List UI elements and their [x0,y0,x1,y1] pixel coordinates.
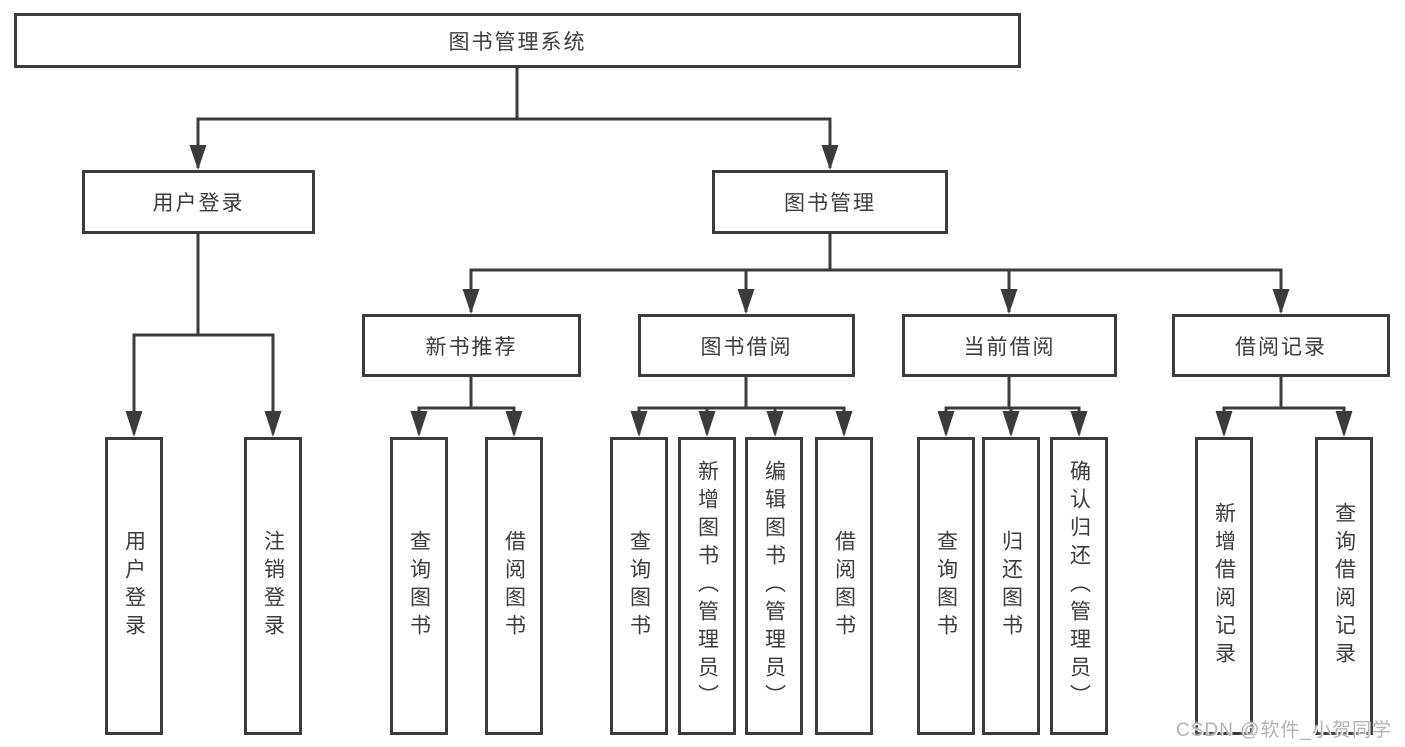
leaf-recommend-query-book: 查询图书 [390,437,448,735]
leaf-current-query-book: 查询图书 [917,437,975,735]
leaf-return-book: 归还图书 [982,437,1040,735]
leaf-add-book-admin: 新增图书（管理员） [678,437,736,735]
leaf-confirm-return-admin: 确认归还（管理员） [1050,437,1108,735]
node-book-borrow: 图书借阅 [638,314,855,377]
node-book-management: 图书管理 [712,170,948,234]
node-current-borrow: 当前借阅 [902,314,1117,377]
node-borrow-records: 借阅记录 [1172,314,1390,377]
leaf-recommend-borrow-book: 借阅图书 [485,437,543,735]
leaf-logout: 注销登录 [244,437,302,735]
leaf-borrow-query-book: 查询图书 [610,437,668,735]
node-user-login: 用户登录 [82,170,315,234]
csdn-watermark: CSDN @软件_小贺同学 [1176,720,1392,741]
leaf-edit-book-admin: 编辑图书（管理员） [745,437,803,735]
node-root-system: 图书管理系统 [14,13,1021,68]
leaf-query-borrow-record: 查询借阅记录 [1315,437,1373,735]
leaf-borrow-book: 借阅图书 [815,437,873,735]
leaf-add-borrow-record: 新增借阅记录 [1195,437,1253,735]
node-new-book-recommend: 新书推荐 [362,314,581,377]
leaf-user-login: 用户登录 [105,437,163,735]
